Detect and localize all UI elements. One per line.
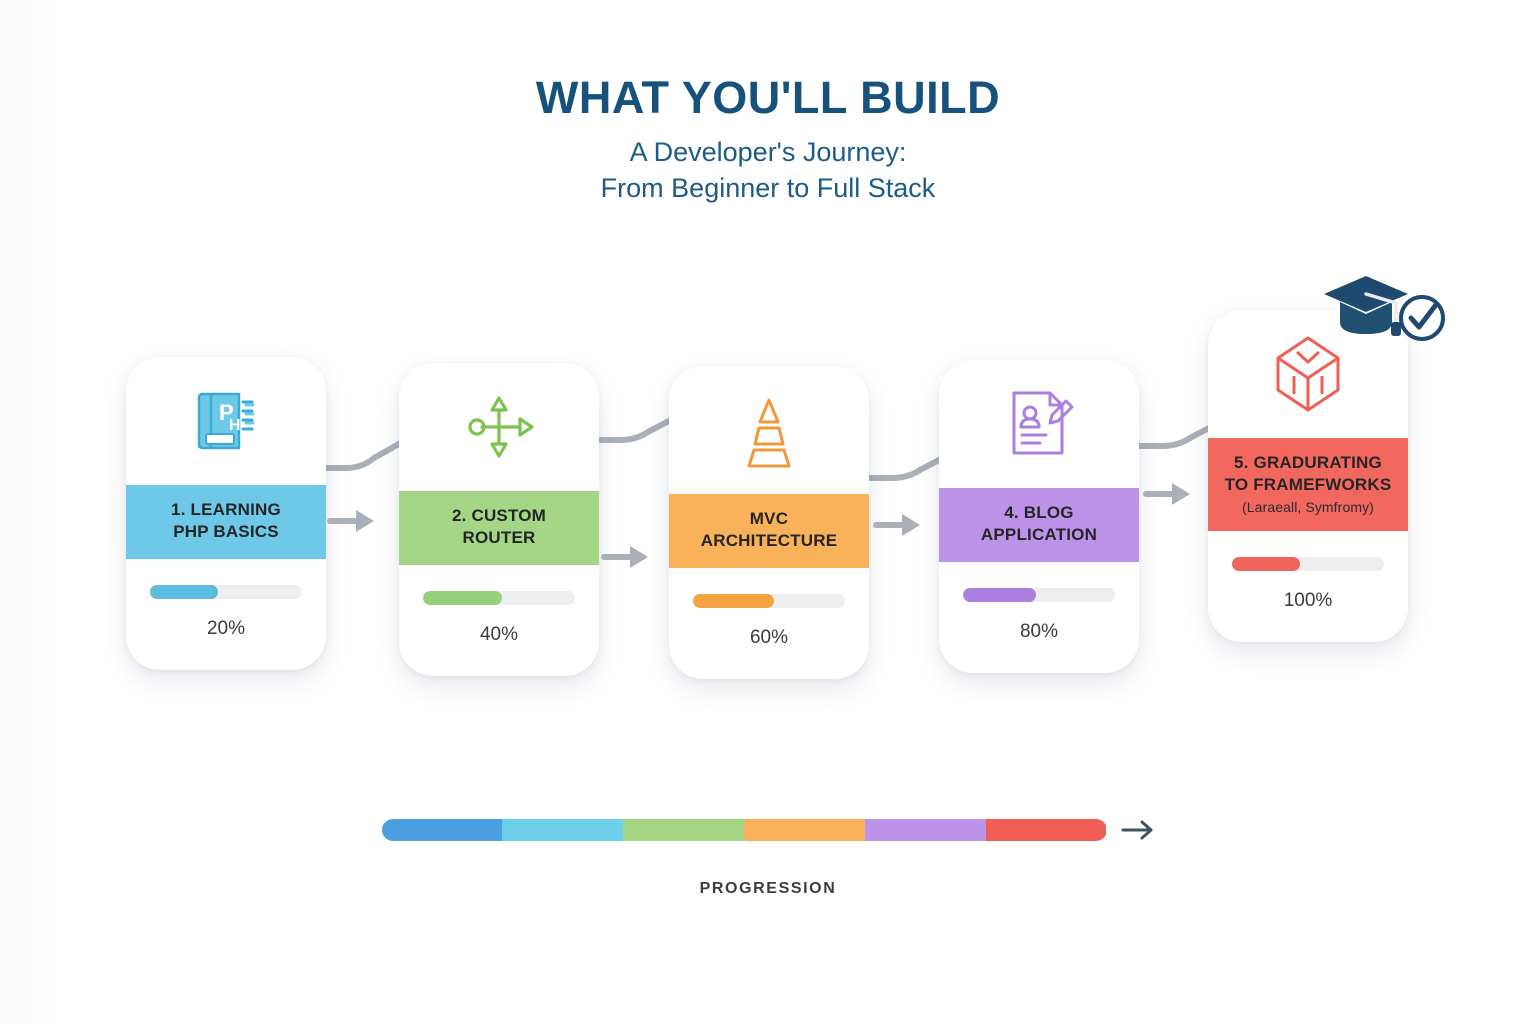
step-band-4: 4. BLOG APPLICATION	[939, 488, 1139, 562]
subtitle-line-2: From Beginner to Full Stack	[600, 172, 936, 203]
progression-segment-6	[985, 819, 1107, 841]
step-title-line1-1: 1. LEARNING	[171, 500, 281, 519]
progress-bar-fill-2	[423, 590, 503, 605]
step-footer-5: 100%	[1208, 531, 1408, 642]
php-book-icon: P H	[126, 357, 326, 485]
step-title-line2-5: TO FRAMEFWORKS	[1224, 475, 1392, 495]
subtitle-line-1: A Developer's Journey:	[629, 137, 907, 168]
step-title-line2-3: ARCHITECTURE	[700, 531, 838, 551]
progression-segment-5	[864, 819, 986, 841]
arrow-right-icon	[1121, 820, 1152, 840]
progress-bar-fill-1	[150, 584, 219, 599]
page-title: WHAT YOU'LL BUILD	[535, 72, 1001, 123]
step-footer-4: 80%	[939, 562, 1139, 673]
step-band-2: 2. CUSTOM ROUTER	[399, 491, 599, 565]
svg-text:H: H	[229, 417, 241, 434]
page-subtitle: A Developer's Journey: From Beginner to …	[0, 135, 1536, 206]
progress-bar-2	[423, 590, 575, 605]
four-way-arrows-icon	[399, 363, 599, 491]
progress-bar-5	[1232, 557, 1384, 572]
document-pencil-icon	[939, 360, 1139, 488]
step-footer-3: 60%	[669, 568, 869, 679]
progression-label: PROGRESSION	[699, 880, 837, 897]
progress-bar-fill-3	[693, 593, 774, 608]
progression-segment-1	[381, 819, 503, 841]
check-circle-icon	[1399, 295, 1445, 341]
progress-percent-1: 20%	[206, 617, 246, 639]
step-card-5[interactable]: 5. GRADURATING TO FRAMEFWORKS (Laraeall,…	[1208, 310, 1408, 643]
progress-bar-fill-4	[963, 587, 1036, 602]
header: WHAT YOU'LL BUILD A Developer's Journey:…	[0, 74, 1536, 207]
progress-percent-5: 100%	[1283, 590, 1333, 612]
graduation-badge	[1322, 272, 1446, 355]
step-title-line2-1: PHP BASICS	[173, 522, 279, 542]
step-title-line2-4: APPLICATION	[980, 525, 1098, 545]
step-card-3[interactable]: MVC ARCHITECTURE 60%	[669, 366, 869, 679]
step-title-line1-5: 5. GRADURATING	[1234, 453, 1382, 472]
step-band-5: 5. GRADURATING TO FRAMEFWORKS (Laraeall,…	[1208, 438, 1408, 532]
pyramid-layers-icon	[669, 366, 869, 494]
progression-segment-2	[502, 819, 624, 841]
progression-bar[interactable]	[381, 819, 1107, 841]
step-band-1: 1. LEARNING PHP BASICS	[126, 485, 326, 559]
step-card-2[interactable]: 2. CUSTOM ROUTER 40%	[399, 363, 599, 676]
progression-segment-3	[623, 819, 744, 841]
progress-bar-fill-5	[1232, 557, 1301, 572]
progress-bar-4	[963, 587, 1115, 602]
progression-section: PROGRESSION	[0, 818, 1536, 898]
step-subnote-5: (Laraeall, Symfromy)	[1242, 498, 1374, 515]
progress-percent-3: 60%	[749, 626, 789, 648]
step-title-line2-2: ROUTER	[462, 528, 536, 548]
step-title-line1-3: MVC	[749, 509, 789, 528]
step-card-4[interactable]: 4. BLOG APPLICATION 80%	[939, 360, 1139, 673]
graduation-cap-icon	[1324, 276, 1408, 336]
step-title-line1-4: 4. BLOG	[1004, 503, 1074, 522]
step-footer-2: 40%	[399, 565, 599, 676]
step-footer-1: 20%	[126, 559, 326, 670]
progress-percent-4: 80%	[1019, 620, 1059, 642]
progress-percent-2: 40%	[479, 623, 519, 645]
step-title-line1-2: 2. CUSTOM	[451, 506, 547, 525]
step-card-1[interactable]: P H 1. LEARNING PHP BASICS 20%	[126, 357, 326, 670]
step-band-3: MVC ARCHITECTURE	[669, 494, 869, 568]
progress-bar-3	[693, 593, 845, 608]
progression-row	[0, 818, 1536, 842]
progression-segment-4	[743, 819, 865, 841]
progress-bar-1	[150, 584, 302, 599]
